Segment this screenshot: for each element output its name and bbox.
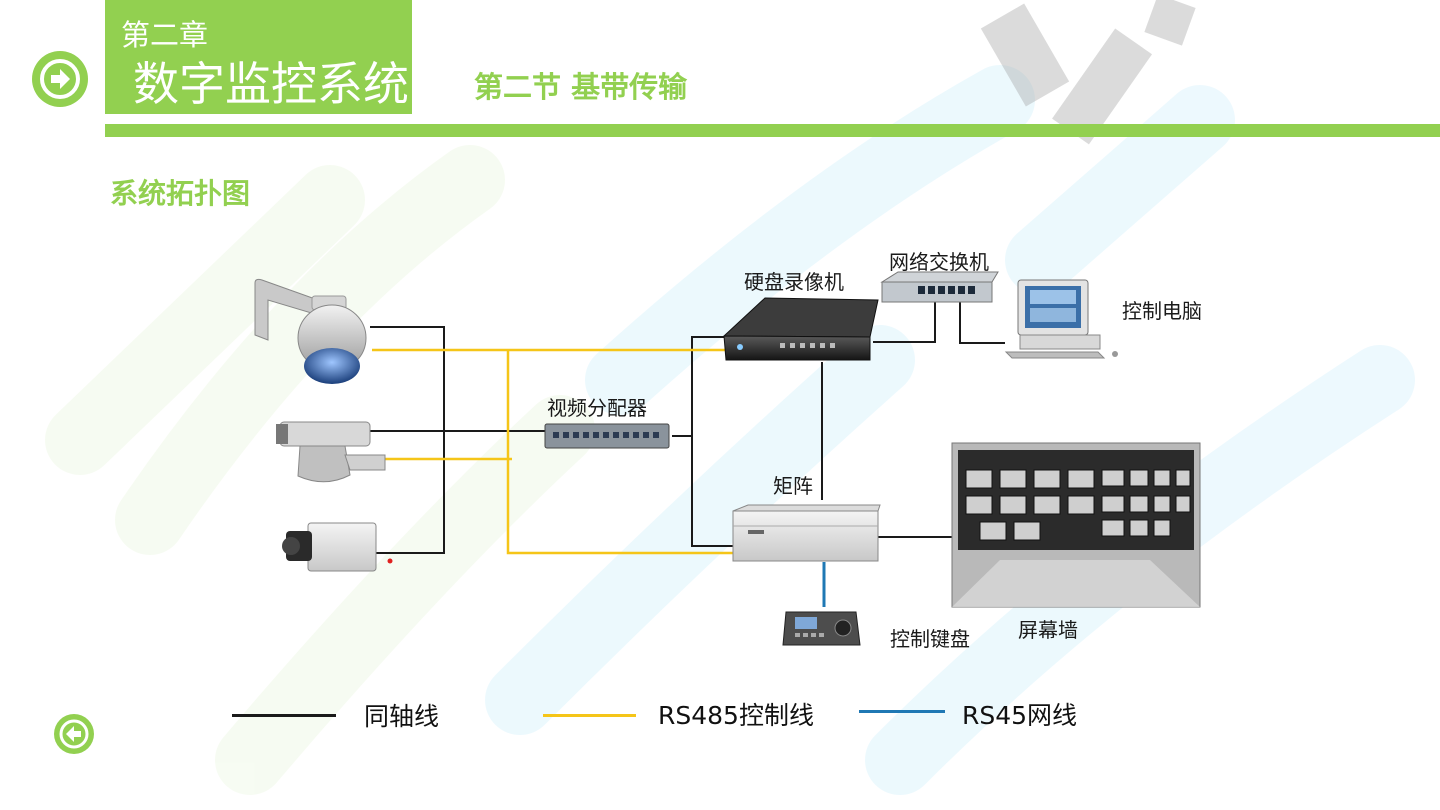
- arrow-right-circle-icon: [32, 51, 88, 107]
- box-camera-icon: [282, 522, 393, 572]
- legend-label-rs485: RS485控制线: [658, 701, 814, 730]
- dvr-icon: [722, 297, 879, 361]
- control-keyboard-icon: [782, 611, 861, 646]
- label-matrix: 矩阵: [773, 474, 813, 498]
- legend-label-network: RS45网线: [962, 701, 1078, 730]
- legend-swatch-network: [859, 710, 945, 713]
- label-dvr: 硬盘录像机: [744, 270, 844, 294]
- network-switch-icon: [880, 271, 999, 303]
- coax-cables: [370, 300, 1005, 554]
- arrow-left-circle-icon: [54, 714, 94, 754]
- legend-swatch-coax: [232, 714, 336, 717]
- next-slide-button[interactable]: [31, 50, 89, 108]
- chapter-banner: 第二章 数字监控系统: [105, 0, 412, 114]
- label-control-keyboard: 控制键盘: [890, 627, 970, 651]
- chapter-number: 第二章: [121, 18, 209, 52]
- legend-label-coax: 同轴线: [364, 702, 440, 731]
- rs485-cables: [372, 348, 735, 555]
- bullet-camera-icon: [276, 421, 386, 483]
- dome-camera-icon: [254, 278, 367, 384]
- label-video-splitter: 视频分配器: [547, 396, 647, 420]
- chapter-title: 数字监控系统: [133, 57, 409, 111]
- previous-slide-button[interactable]: [53, 713, 95, 755]
- header-divider: [105, 124, 1440, 137]
- label-control-pc: 控制电脑: [1122, 299, 1202, 323]
- legend-swatch-rs485: [543, 714, 636, 717]
- video-splitter-icon: [544, 423, 670, 449]
- control-pc-icon: [1004, 279, 1118, 359]
- page-subtitle: 系统拓扑图: [110, 177, 251, 210]
- label-network-switch: 网络交换机: [889, 250, 989, 274]
- video-wall-icon: [951, 442, 1201, 608]
- section-title: 第二节 基带传输: [474, 70, 688, 104]
- label-video-wall: 屏幕墙: [1018, 618, 1078, 642]
- matrix-icon: [732, 504, 881, 562]
